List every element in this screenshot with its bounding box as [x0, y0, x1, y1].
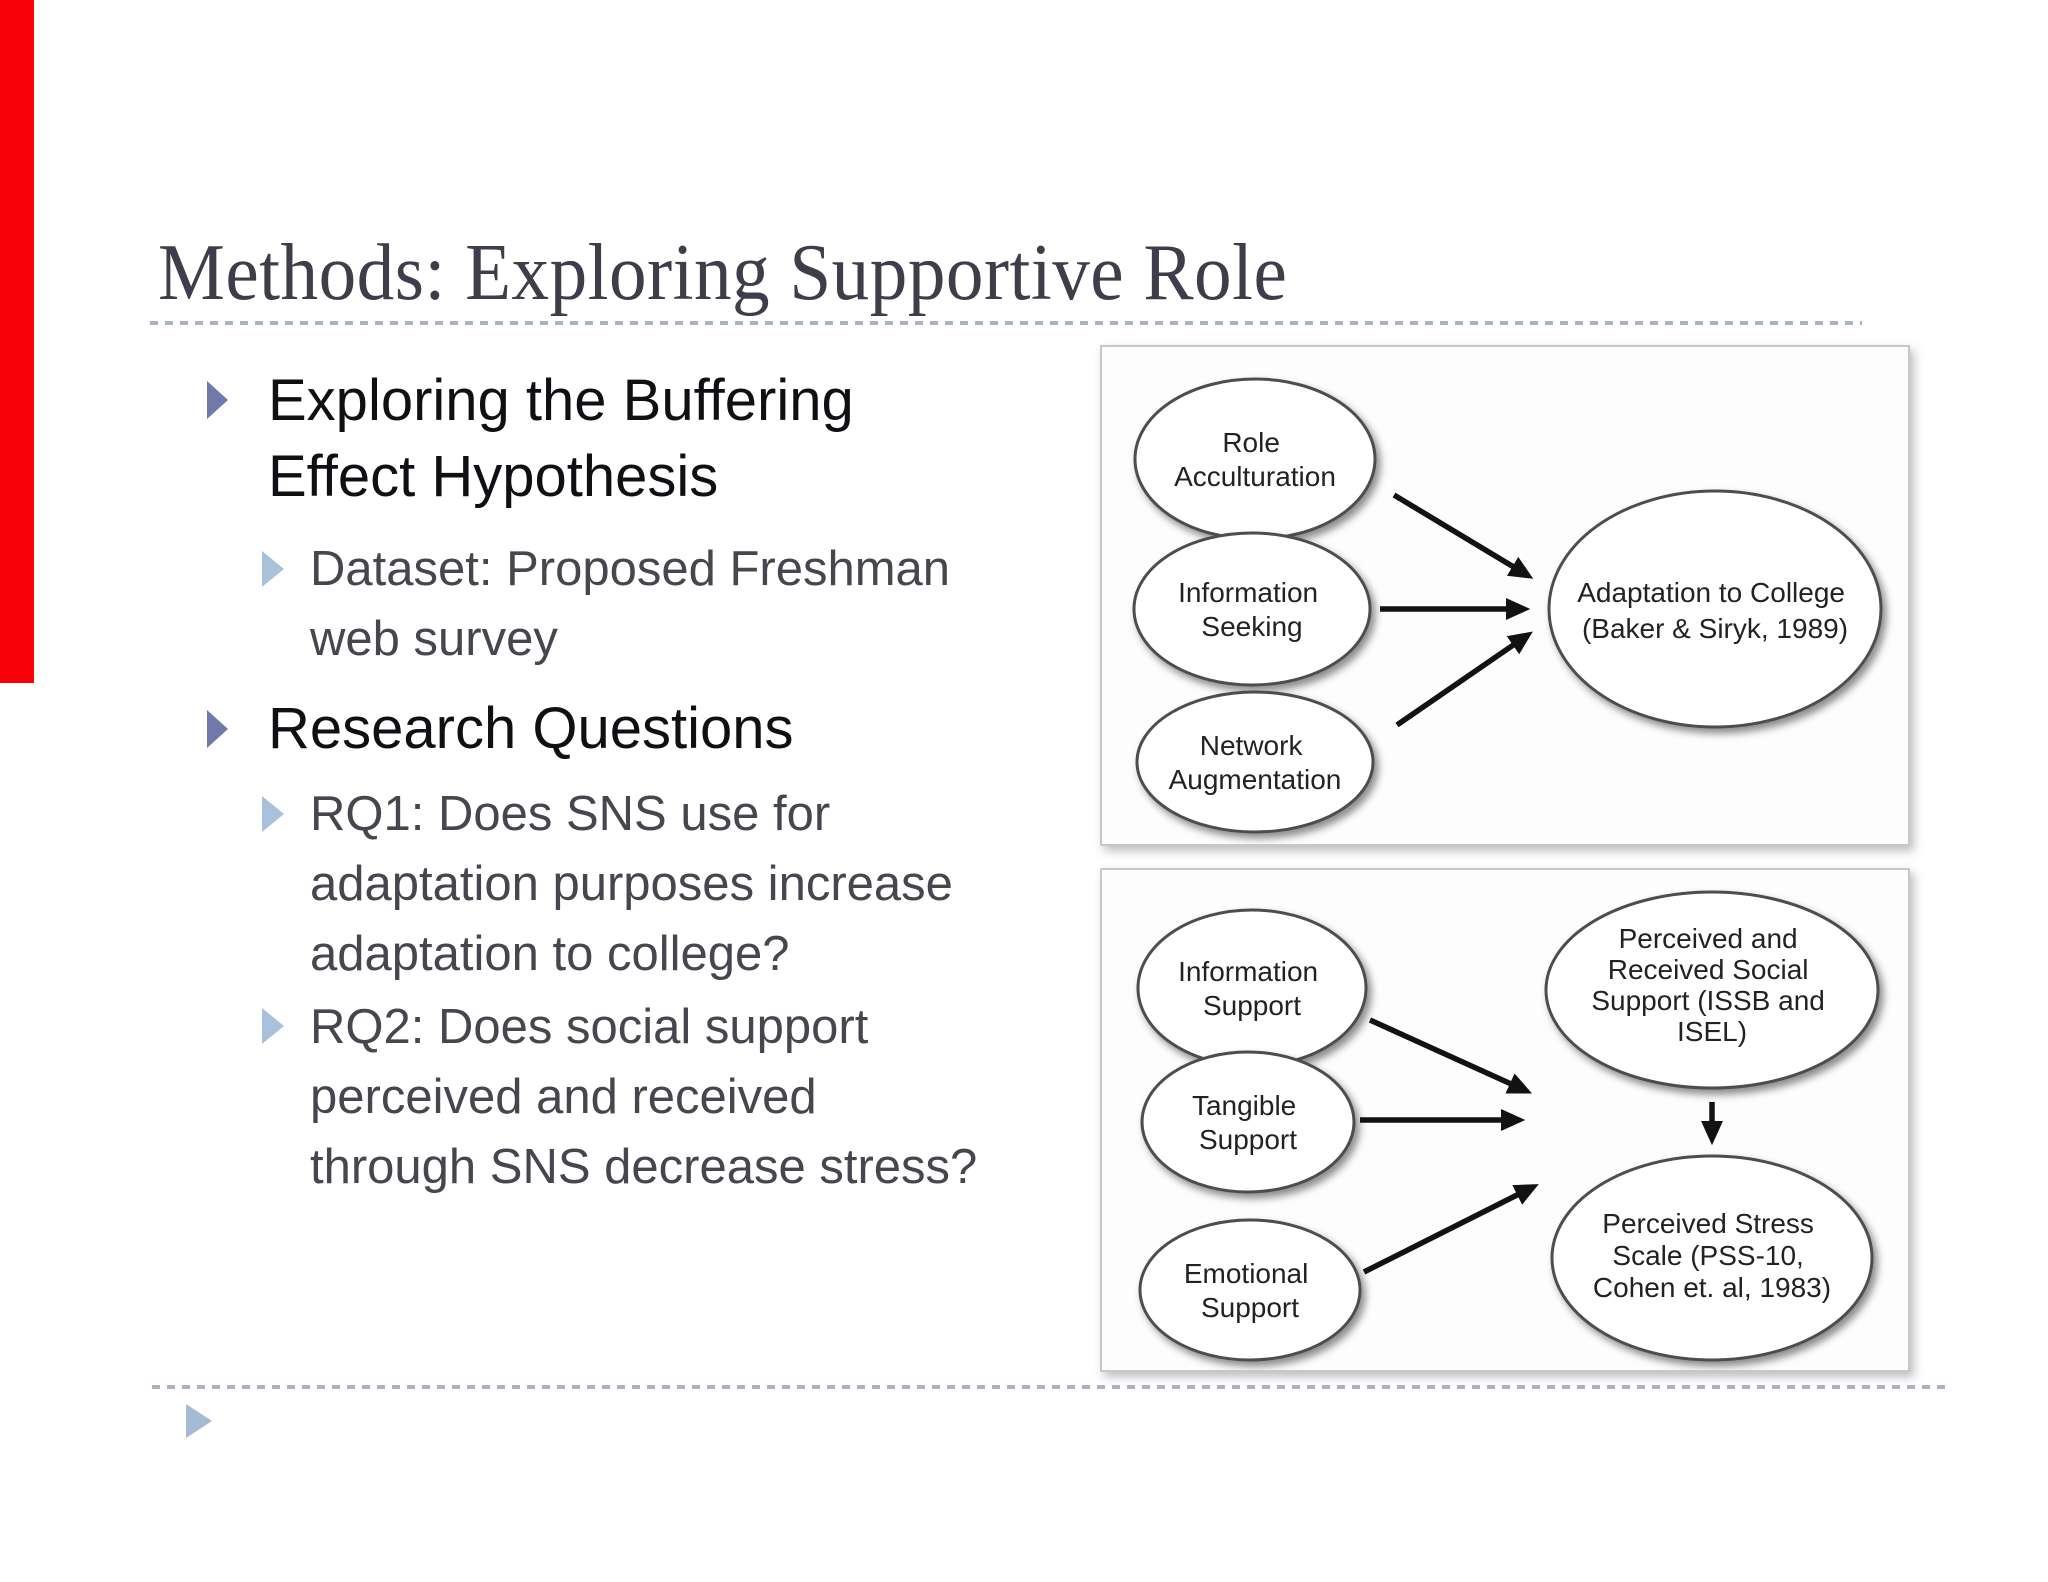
bullet-line: web survey	[310, 612, 558, 666]
node-label: Tangible	[1192, 1090, 1296, 1121]
node-label: Emotional	[1184, 1258, 1309, 1289]
node-adaptation-to-college: Adaptation to College (Baker & Siryk, 19…	[1547, 489, 1883, 729]
bullet-line: Research Questions	[268, 696, 794, 761]
bullet-item-rq2: RQ2: Does social support perceived and r…	[310, 992, 977, 1202]
node-label: Support	[1203, 990, 1301, 1021]
bullet-item-dataset: Dataset: Proposed Freshman web survey	[310, 534, 950, 674]
node-label: (Baker & Siryk, 1989)	[1582, 613, 1848, 644]
bullet-triangle-icon	[207, 381, 228, 419]
support-diagram: Information Support Tangible Support Emo…	[1136, 890, 1880, 1362]
node-label: Information	[1178, 956, 1318, 987]
node-label: Cohen et. al, 1983)	[1593, 1272, 1831, 1303]
arrow	[1368, 1017, 1533, 1094]
node-label: Information	[1178, 577, 1318, 608]
node-label: Perceived and	[1619, 923, 1798, 954]
bullet-line: Effect Hypothesis	[268, 444, 719, 509]
svg-text:Tangible Support: Tangible Support	[1192, 1090, 1304, 1155]
svg-text:Emotional Support: Emotional Support	[1184, 1258, 1316, 1323]
svg-text:Perceived Stress Sca: Perceived Stress Scale (PSS-10, Cohen et…	[1593, 1208, 1831, 1303]
node-label: Support	[1199, 1124, 1297, 1155]
diagram-panel-support: Information Support Tangible Support Emo…	[1100, 868, 1910, 1372]
bullet-triangle-icon	[262, 796, 284, 832]
node-label: Scale (PSS-10,	[1612, 1240, 1803, 1271]
node-network-augmentation: Network Augmentation	[1135, 690, 1375, 834]
bullet-line: through SNS decrease stress?	[310, 1140, 978, 1194]
node-tangible-support: Tangible Support	[1140, 1050, 1356, 1194]
red-edge-artifact	[0, 0, 34, 683]
node-perceived-stress-scale: Perceived Stress Scale (PSS-10, Cohen et…	[1550, 1154, 1874, 1362]
svg-text:Adaptation to College: Adaptation to College (Baker & Siryk, 19…	[1577, 577, 1853, 644]
node-social-support: Perceived and Received Social Support (I…	[1544, 890, 1880, 1090]
bullet-triangle-icon	[207, 710, 228, 748]
footer-divider	[152, 1385, 1947, 1389]
svg-text:Information Seeking: Information Seeking	[1178, 577, 1326, 642]
svg-text:Network Augmentation: Network Augmentation	[1169, 730, 1342, 795]
node-emotional-support: Emotional Support	[1138, 1218, 1362, 1362]
arrow	[1395, 631, 1533, 728]
arrow	[1392, 492, 1534, 579]
bullet-line: RQ2: Does social support	[310, 1000, 869, 1054]
node-label: Perceived Stress	[1602, 1208, 1814, 1239]
node-label: Acculturation	[1174, 461, 1336, 492]
node-label: Seeking	[1201, 611, 1302, 642]
bullet-line: Exploring the Buffering	[268, 368, 854, 433]
node-label: Support	[1201, 1292, 1299, 1323]
bullet-line: perceived and received	[310, 1070, 817, 1124]
bullet-item-buffering: Exploring the Buffering Effect Hypothesi…	[268, 363, 854, 515]
bullet-line: adaptation to college?	[310, 927, 790, 981]
bullet-triangle-icon	[262, 551, 284, 587]
slide-title: Methods: Exploring Supportive Role	[158, 229, 1288, 317]
title-divider	[150, 321, 1862, 325]
svg-text:Information Support: Information Support	[1178, 956, 1326, 1021]
diagram-panel-adaptation: Role Acculturation Information Seeking N…	[1100, 345, 1910, 846]
node-label: Received Social	[1608, 954, 1809, 985]
bullet-line: adaptation purposes increase	[310, 857, 953, 911]
bullet-item-rq1: RQ1: Does SNS use for adaptation purpose…	[310, 779, 953, 989]
bullet-line: Dataset: Proposed Freshman	[310, 542, 951, 596]
arrow	[1362, 1184, 1539, 1275]
node-label: Role	[1222, 427, 1280, 458]
node-label: ISEL)	[1677, 1016, 1747, 1047]
footer-triangle-icon	[186, 1404, 212, 1438]
node-label: Support (ISSB and	[1591, 985, 1824, 1016]
node-label: Augmentation	[1169, 764, 1342, 795]
node-label: Network	[1200, 730, 1304, 761]
node-role-acculturation: Role Acculturation	[1133, 377, 1377, 541]
adaptation-diagram: Role Acculturation Information Seeking N…	[1132, 377, 1883, 834]
node-information-support: Information Support	[1136, 908, 1368, 1068]
svg-text:Role Acculturation: Role Acculturation	[1174, 427, 1336, 492]
node-label: Adaptation to College	[1577, 577, 1845, 608]
svg-text:Perceived and Receiv: Perceived and Received Social Support (I…	[1591, 923, 1832, 1047]
bullet-item-research-questions: Research Questions	[268, 691, 793, 767]
node-information-seeking: Information Seeking	[1132, 531, 1372, 687]
bullet-line: RQ1: Does SNS use for	[310, 787, 831, 841]
bullet-triangle-icon	[262, 1008, 284, 1044]
